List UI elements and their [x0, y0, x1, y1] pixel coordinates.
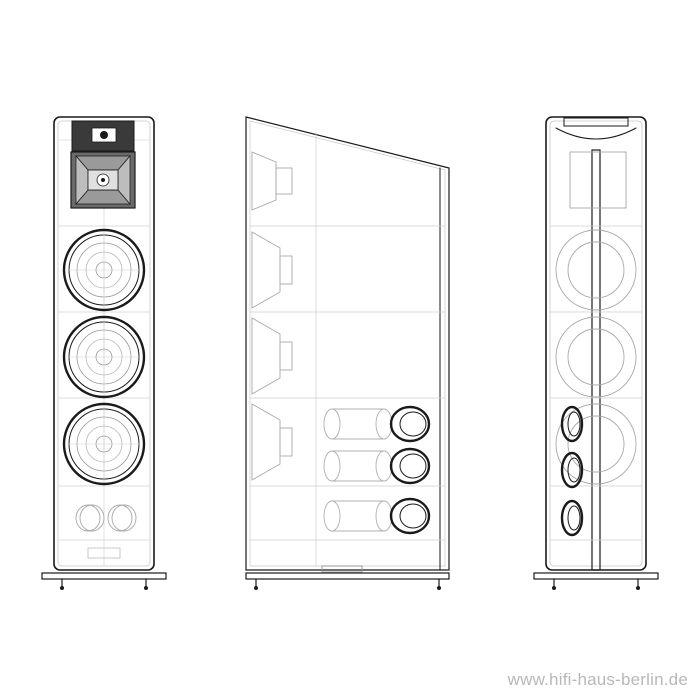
front-plinth	[41, 572, 167, 580]
rear-ports	[560, 405, 584, 537]
tweeter-horn	[70, 151, 136, 209]
rear-plinth	[533, 572, 659, 580]
front-woofer-1	[62, 228, 146, 312]
side-plinth	[245, 572, 450, 580]
side-ghost-tubes	[323, 408, 393, 532]
side-cabinet-outline	[245, 116, 450, 571]
side-view	[245, 116, 450, 590]
front-woofer-2	[62, 315, 146, 399]
front-woofer-3	[62, 402, 146, 486]
side-ghost-drivers	[251, 151, 293, 481]
rear-view	[533, 116, 659, 590]
side-rear-ports	[389, 405, 431, 535]
front-cabinet	[53, 116, 155, 571]
front-view	[41, 116, 167, 590]
rear-ghost-drivers	[555, 151, 637, 485]
rear-center-spine	[591, 149, 601, 571]
watermark-text: www.hifi-haus-berlin.de	[507, 670, 688, 689]
rear-cabinet	[545, 116, 647, 571]
front-ghost-ports	[75, 504, 137, 559]
